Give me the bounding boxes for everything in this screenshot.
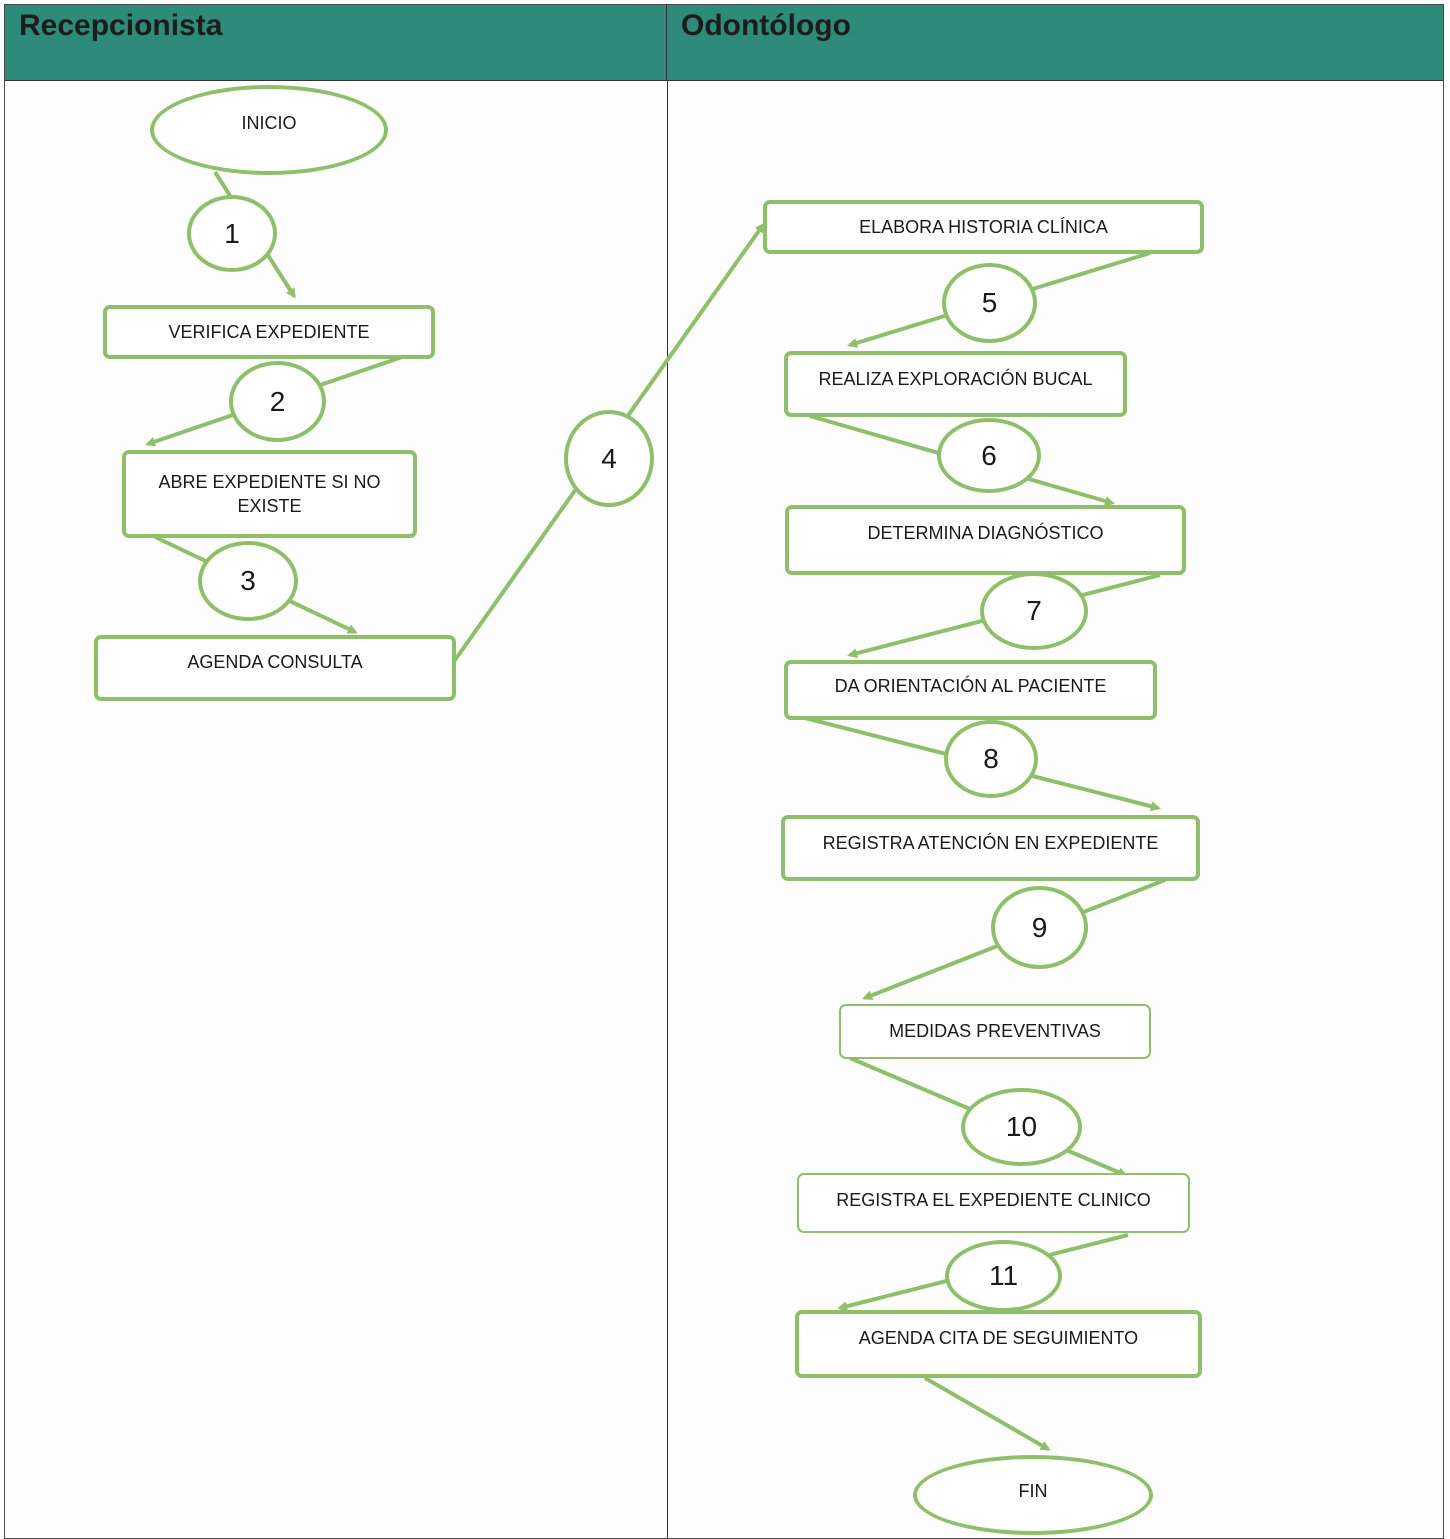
step-number-4: 4 [564,410,654,507]
end-terminal: FIN [913,1455,1153,1535]
step-medidas-preventivas: MEDIDAS PREVENTIVAS [839,1004,1151,1059]
number-label: 4 [601,442,617,474]
step-label: VERIFICA EXPEDIENTE [168,321,370,342]
number-label: 1 [224,217,240,249]
step-agenda-cita-seguimiento: AGENDA CITA DE SEGUIMIENTO [795,1310,1202,1378]
number-label: 10 [1005,1111,1038,1142]
number-label: 7 [1026,595,1042,626]
step-label: ABRE EXPEDIENTE SI NO EXISTE [158,471,381,516]
connector-12 [924,1376,1051,1451]
step-label: AGENDA CITA DE SEGUIMIENTO [858,1327,1139,1348]
lane-title-odontologo: Odontólogo [681,9,851,42]
step-number-3: 3 [198,541,298,621]
step-label: ELABORA HISTORIA CLÍNICA [859,216,1108,237]
end-label: FIN [1018,1480,1048,1501]
step-agenda-consulta: AGENDA CONSULTA [94,635,456,701]
step-number-11: 11 [945,1240,1062,1312]
step-number-8: 8 [944,720,1038,798]
step-number-2: 2 [229,361,326,442]
step-number-1: 1 [187,195,277,272]
number-label: 11 [988,1260,1019,1291]
step-abre-expediente: ABRE EXPEDIENTE SI NO EXISTE [122,450,417,538]
lane-title-recepcionista: Recepcionista [19,9,223,42]
step-number-9: 9 [991,886,1088,969]
number-label: 6 [981,439,997,471]
step-registra-atencion: REGISTRA ATENCIÓN EN EXPEDIENTE [781,815,1200,881]
start-label: INICIO [241,112,297,133]
step-label: MEDIDAS PREVENTIVAS [889,1021,1101,1042]
step-determina-diagnostico: DETERMINA DIAGNÓSTICO [785,505,1186,575]
step-orientacion-paciente: DA ORIENTACIÓN AL PACIENTE [784,660,1157,720]
step-number-5: 5 [942,263,1037,343]
step-label: REALIZA EXPLORACIÓN BUCAL [818,368,1093,389]
lane-header-recepcionista: Recepcionista [5,5,667,81]
start-terminal: INICIO [150,85,388,175]
step-label: REGISTRA ATENCIÓN EN EXPEDIENTE [822,832,1159,853]
lane-header-odontologo: Odontólogo [667,5,1443,81]
number-label: 9 [1031,911,1048,943]
step-label: DA ORIENTACIÓN AL PACIENTE [834,675,1107,696]
lane-divider [667,81,668,1539]
step-label: DETERMINA DIAGNÓSTICO [867,522,1104,543]
step-number-6: 6 [937,418,1041,493]
number-label: 8 [983,743,999,774]
step-label: REGISTRA EL EXPEDIENTE CLINICO [836,1189,1151,1210]
step-number-10: 10 [961,1088,1082,1166]
step-number-7: 7 [980,572,1088,650]
number-label: 3 [240,565,256,596]
step-label: AGENDA CONSULTA [187,651,363,672]
number-label: 2 [269,385,286,417]
number-label: 5 [981,287,998,318]
step-exploracion-bucal: REALIZA EXPLORACIÓN BUCAL [784,351,1127,417]
step-registra-expediente-clinico: REGISTRA EL EXPEDIENTE CLINICO [797,1173,1190,1233]
step-elabora-historia: ELABORA HISTORIA CLÍNICA [763,200,1204,254]
step-verifica-expediente: VERIFICA EXPEDIENTE [103,305,435,359]
